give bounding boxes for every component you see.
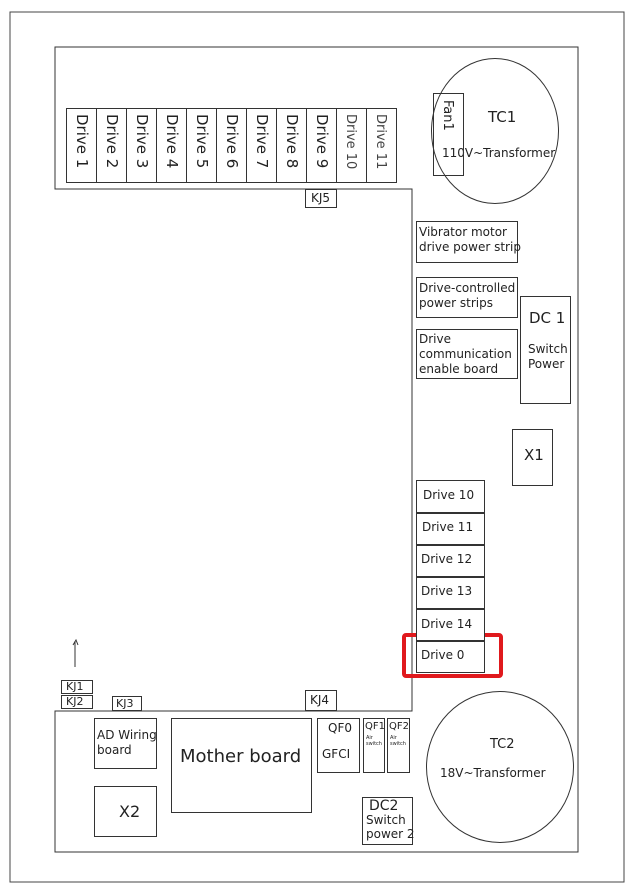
connector-label: KJ2 (66, 695, 84, 708)
drive-slot: Drive 9 (306, 108, 337, 183)
drive-slot: Drive 12 (416, 545, 485, 577)
drive-slot: Drive 2 (96, 108, 127, 183)
drive-controlled-line-1: Drive-controlled (419, 281, 516, 295)
drive-label: Drive 13 (421, 584, 473, 598)
drive-slot: Drive 14 (416, 609, 485, 641)
dc1-line2: Power (528, 357, 565, 371)
connector-label: KJ3 (116, 697, 134, 710)
dc2-line1: Switch (366, 813, 406, 827)
tc1-subtitle: 110V~Transformer (442, 146, 556, 160)
drive-label: Drive 3 (133, 114, 151, 169)
connector-kj5: KJ5 (305, 189, 337, 208)
fan1: Fan1 (433, 93, 464, 176)
connector-kj1: KJ1 (61, 680, 93, 694)
drive-label: Drive 0 (421, 648, 465, 662)
connector-label: KJ5 (311, 191, 331, 205)
drive-label: Drive 9 (313, 114, 331, 169)
drive-comm-line-1: Drive (419, 332, 451, 346)
dc1-line1: Switch (528, 342, 568, 356)
qf1-label-1: Air (366, 735, 373, 741)
drive-label: Drive 7 (253, 114, 271, 169)
drive-label: Drive 11 (422, 520, 474, 534)
drive-slot: Drive 5 (186, 108, 217, 183)
fan1-label: Fan1 (440, 100, 455, 131)
connector-label: KJ4 (310, 693, 330, 707)
drive-label: Drive 11 (373, 114, 388, 170)
ad-wiring-board: AD Wiring board (94, 718, 157, 769)
drive-comm-line-3: enable board (419, 362, 499, 376)
drive-slot: Drive 11 (366, 108, 397, 183)
dc2-switch-power: DC2 Switch power 2 (362, 797, 415, 845)
connector-kj2: KJ2 (61, 695, 93, 709)
drive-slot-highlighted: Drive 0 (416, 641, 485, 673)
qf1-code: QF1 (365, 721, 385, 732)
drive-label: Drive 4 (163, 114, 181, 169)
tc2-transformer (426, 691, 574, 843)
qf2-air-switch: QF2 Air switch (387, 718, 410, 773)
drive-label: Drive 1 (73, 114, 91, 169)
drive-slot: Drive 3 (126, 108, 157, 183)
dc2-title: DC2 (369, 798, 399, 814)
dc2-line2: power 2 (366, 827, 415, 841)
drive-label: Drive 14 (421, 617, 473, 631)
drive-label: Drive 12 (421, 552, 473, 566)
ad-wiring-line-1: AD Wiring (97, 728, 157, 742)
mother-board-label: Mother board (180, 746, 302, 767)
cabinet-panel-outline (54, 46, 579, 853)
qf0-label: GFCI (322, 747, 351, 761)
vibrator-power-strip: Vibrator motor drive power strip (416, 221, 521, 263)
qf2-label-2: switch (390, 741, 406, 747)
drive-slot: Drive 10 (336, 108, 367, 183)
drive-slot: Drive 7 (246, 108, 277, 183)
qf0-gfci: QF0 GFCI (317, 718, 360, 773)
terminal-x1: X1 (512, 429, 553, 486)
drive-slot: Drive 11 (416, 513, 485, 545)
drive-label: Drive 5 (193, 114, 211, 169)
vibrator-line-2: drive power strip (419, 240, 521, 254)
drive-controlled-power-strips: Drive-controlled power strips (416, 277, 518, 318)
dc1-title: DC 1 (529, 309, 566, 327)
drive-controlled-line-2: power strips (419, 296, 493, 310)
tc2-subtitle: 18V~Transformer (440, 766, 546, 780)
drive-label: Drive 10 (423, 488, 475, 502)
qf0-code: QF0 (328, 721, 352, 735)
connector-kj4: KJ4 (305, 690, 337, 711)
connector-kj3: KJ3 (112, 696, 142, 711)
qf1-label-2: switch (366, 741, 382, 747)
drive-slot: Drive 1 (66, 108, 97, 183)
drive-label: Drive 8 (283, 114, 301, 169)
drive-slot: Drive 13 (416, 577, 485, 609)
dc1-switch-power: DC 1 Switch Power (520, 296, 571, 404)
ad-wiring-line-2: board (97, 743, 132, 757)
terminal-x2: X2 (94, 786, 157, 837)
drive-label: Drive 10 (343, 114, 358, 170)
connector-label: KJ1 (66, 680, 84, 693)
tc2-title: TC2 (490, 737, 515, 752)
drive-comm-line-2: communication (419, 347, 512, 361)
x2-label: X2 (119, 802, 141, 821)
tc1-title: TC1 (488, 108, 517, 126)
drive-label: Drive 6 (223, 114, 241, 169)
qf2-label-1: Air (390, 735, 397, 741)
qf2-code: QF2 (389, 721, 409, 732)
drive-slot: Drive 6 (216, 108, 247, 183)
drive-communication-enable-board: Drive communication enable board (416, 329, 518, 379)
qf1-air-switch: QF1 Air switch (363, 718, 385, 773)
x1-label: X1 (524, 446, 544, 464)
outer-frame (9, 11, 625, 883)
tc1-transformer (431, 58, 559, 204)
drive-label: Drive 2 (103, 114, 121, 169)
mother-board: Mother board (171, 718, 312, 813)
vibrator-line-1: Vibrator motor (419, 225, 507, 239)
drive-slot: Drive 4 (156, 108, 187, 183)
drive-slot: Drive 10 (416, 480, 485, 513)
drive-slot: Drive 8 (276, 108, 307, 183)
